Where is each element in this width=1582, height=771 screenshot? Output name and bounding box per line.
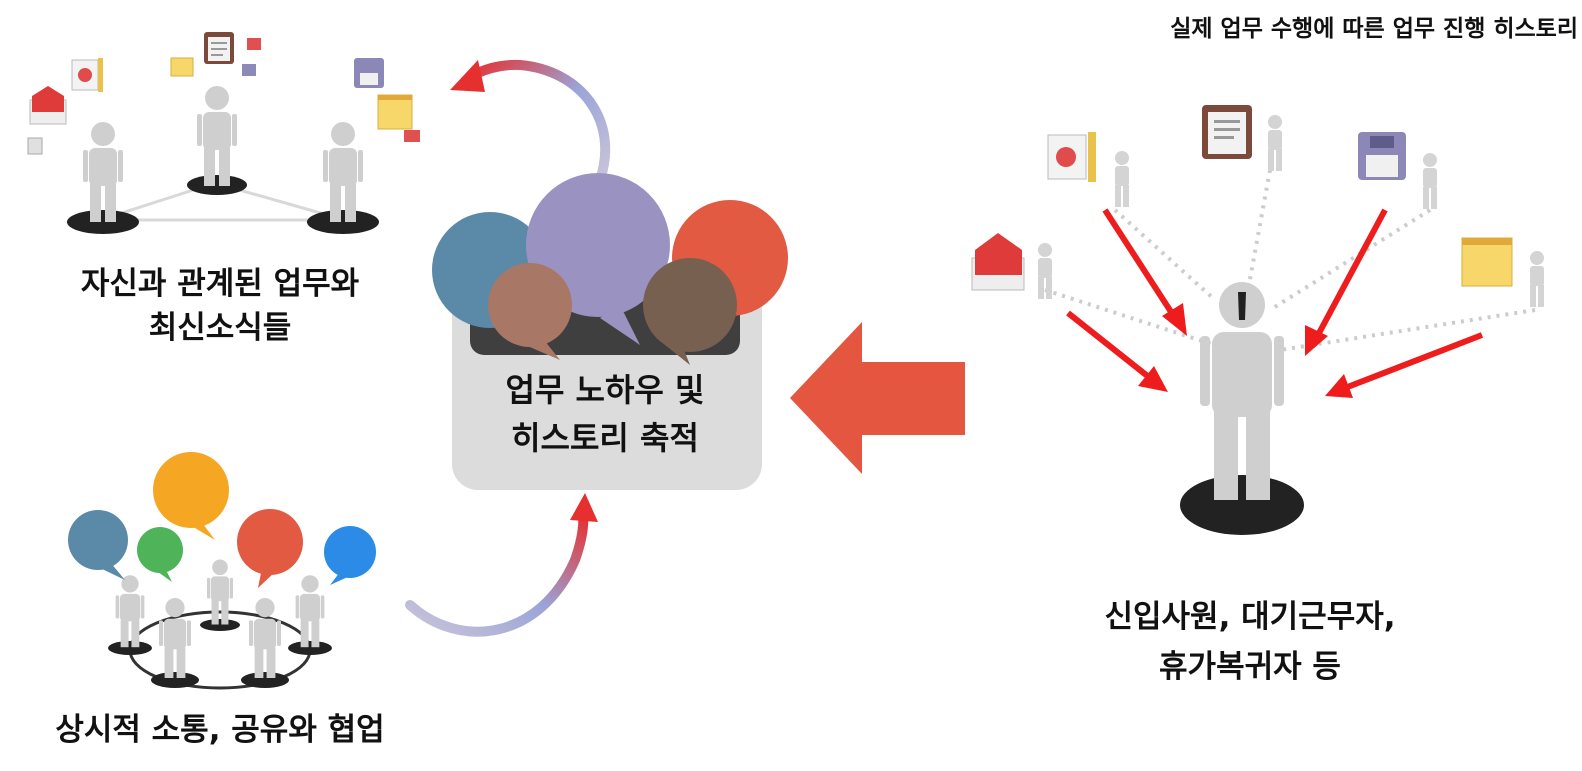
collaboration-group [68,452,376,690]
curved-arrow-to-center [405,493,598,637]
related-work-label-line1: 자신과 관계된 업무와 [80,266,360,302]
collaboration-label: 상시적 소통, 공유와 협업 [55,712,385,748]
speech-bubble-icon [153,452,229,540]
notepad-icon [377,94,413,130]
center-label: 업무 노하우 및 히스토리 축적 [455,366,755,462]
mail-icon [971,233,1025,291]
red-arrows [1066,208,1484,398]
clipboard-icon [1202,105,1252,159]
target-audience-line2: 휴가복귀자 등 [1159,649,1341,685]
speech-bubble-icon [324,526,376,585]
target-audience-label: 신입사원, 대기근무자, 휴가복귀자 등 [1030,592,1470,692]
center-label-line2: 히스토리 축적 [511,419,699,457]
notepad-icon [1461,237,1513,287]
mail-icon [404,130,420,142]
chart-doc-icon [1047,132,1096,182]
speech-bubble-icon [643,258,737,365]
related-work-network [27,32,420,234]
center-label-line1: 업무 노하우 및 [505,371,705,409]
speech-bubble-icon [488,263,572,360]
chart-doc-icon [71,58,103,92]
big-left-arrow [790,322,965,474]
target-audience-line1: 신입사원, 대기근무자, [1104,599,1396,635]
curved-arrow-to-related [450,59,611,185]
related-work-label-line2: 최신소식들 [148,310,292,346]
history-title: 실제 업무 수행에 따른 업무 진행 히스토리 [1170,16,1578,42]
floppy-disk-icon [354,58,384,88]
floppy-disk-icon [1358,132,1406,180]
floppy-disk-icon [242,64,256,76]
clipboard-icon [204,32,234,64]
target-person-group [971,105,1544,535]
speech-bubble-icon [137,527,183,582]
knowledge-center [432,173,788,490]
speech-bubble-icon [237,509,303,588]
speech-bubble-icon [68,510,128,580]
mail-icon [29,86,67,125]
notepad-icon [170,57,194,77]
related-work-label: 자신과 관계된 업무와 최신소식들 [30,262,410,350]
mail-icon [247,38,261,50]
notepad-icon [27,137,43,155]
